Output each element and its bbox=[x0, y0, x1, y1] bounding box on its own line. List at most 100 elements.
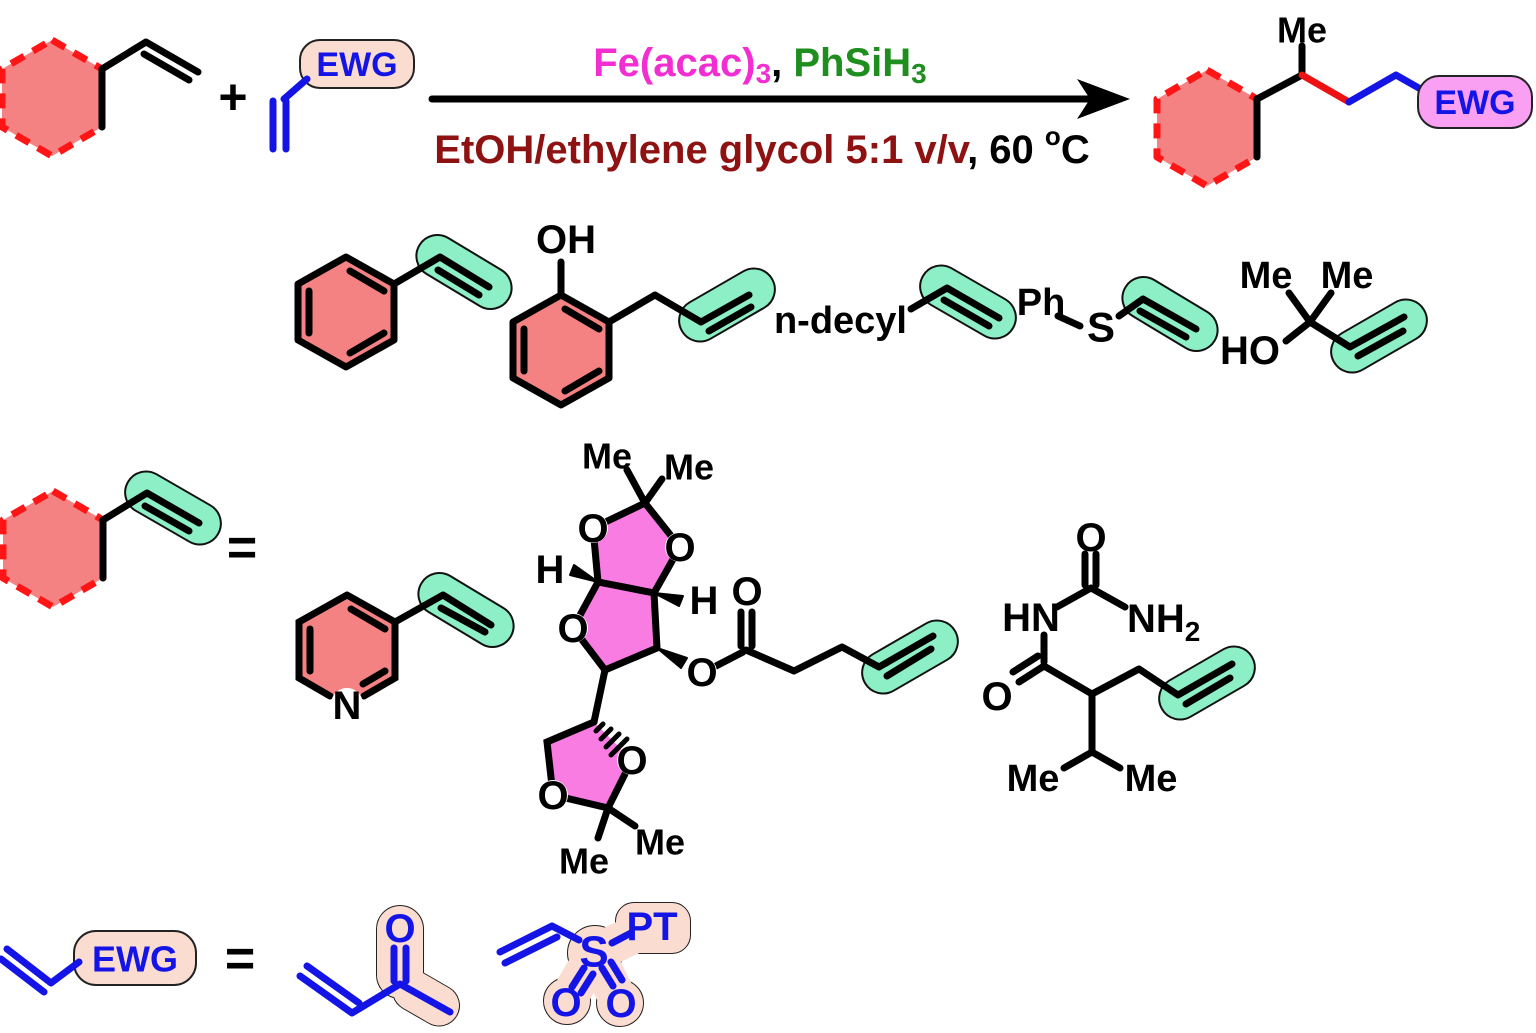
alkene-highlight bbox=[861, 619, 959, 695]
label-halo bbox=[538, 780, 568, 810]
oxygen-highlight bbox=[544, 978, 590, 1024]
sulfone-oxygen-label: O bbox=[605, 982, 636, 1026]
oxygen-label: O bbox=[577, 507, 608, 551]
amide-nh-label: HN bbox=[1002, 596, 1060, 640]
label-halo bbox=[558, 613, 588, 643]
degree-superscript: o bbox=[1045, 121, 1061, 151]
carbonyl-oxygen-label: O bbox=[731, 570, 762, 614]
stereo-wedge-h-right bbox=[653, 592, 684, 607]
hashed-stereo-bond bbox=[593, 721, 630, 758]
methyl-label: Me bbox=[582, 436, 632, 477]
vinyl-bonds bbox=[907, 284, 1003, 330]
oxygen-label: O bbox=[616, 739, 647, 783]
ewg-label: EWG bbox=[316, 46, 397, 84]
vinyl-bonds bbox=[269, 75, 311, 153]
generic-aryl-hexagon bbox=[0, 487, 107, 611]
oxygen-label: O bbox=[664, 526, 695, 570]
stereo-h-label: H bbox=[690, 579, 719, 623]
ewg-highlight-box bbox=[299, 39, 415, 89]
vinyl-bonds bbox=[390, 253, 493, 299]
vinyl-pt-sulfone-structure: S PT O O bbox=[496, 902, 691, 1027]
vinylpyridine-structure: N bbox=[295, 572, 515, 728]
ewg-highlight-box bbox=[1417, 75, 1533, 129]
equals-operator: = bbox=[225, 930, 255, 988]
generic-aryl-hexagon bbox=[0, 36, 106, 160]
plus-operator: + bbox=[218, 69, 247, 125]
silane-text: PhSiH bbox=[793, 41, 911, 85]
ewg-alkene-key: EWG bbox=[0, 930, 197, 996]
diacetone-sugar-pentenoate-structure: O O O O O O O H H Me Me Me Me bbox=[536, 436, 959, 882]
conditions-above-arrow: Fe(acac)3, PhSiH3 bbox=[593, 41, 927, 89]
methyl-label: Me bbox=[1125, 758, 1178, 800]
label-halo bbox=[578, 513, 608, 543]
allyl-bonds bbox=[605, 291, 755, 335]
generic-vinyl-arene-reactant bbox=[0, 36, 202, 160]
vinyl-bonds bbox=[391, 591, 495, 636]
sulfone-oxygen-label: O bbox=[550, 981, 581, 1025]
pt-label: PT bbox=[626, 905, 677, 949]
ewg-highlight-box bbox=[73, 930, 197, 986]
catalyst-subscript: 3 bbox=[756, 58, 772, 89]
conditions-below-arrow: EtOH/ethylene glycol 5:1 v/v, 60 oC bbox=[434, 121, 1089, 172]
styrene-structure bbox=[294, 234, 513, 371]
pyridine-ring-bonds bbox=[295, 591, 399, 700]
label-halo bbox=[665, 532, 695, 562]
skeleton-bonds bbox=[296, 944, 454, 1017]
dodecene-structure: n-decyl bbox=[774, 264, 1017, 342]
vinyl-bonds bbox=[1115, 295, 1200, 341]
ewg-alkene-reactant: EWG bbox=[269, 39, 415, 153]
skeleton-bonds bbox=[1009, 550, 1236, 772]
ph-s-bond bbox=[1054, 312, 1084, 330]
vinyl-bonds bbox=[98, 38, 202, 84]
methyl-label: Me bbox=[635, 822, 685, 863]
methyl-label: Me bbox=[664, 447, 714, 488]
silane-subscript: 3 bbox=[911, 58, 927, 89]
hydroxyl-label: OH bbox=[536, 218, 596, 262]
aromatic-inner-bonds bbox=[520, 305, 603, 395]
alkene-highlight bbox=[1158, 645, 1256, 721]
generic-vinyl-arene-key bbox=[0, 470, 222, 611]
hydroalkylation-product: Me EWG bbox=[1153, 10, 1533, 190]
hydroxyl-label: HO bbox=[1220, 329, 1280, 373]
stereo-h-label: H bbox=[536, 548, 565, 592]
sulfur-label: S bbox=[1087, 304, 1115, 351]
amine-nh2-label: NH2 bbox=[1127, 597, 1200, 647]
nitrogen-label: N bbox=[333, 684, 362, 728]
ewg-label: EWG bbox=[1434, 84, 1515, 122]
separator-text: , bbox=[771, 41, 793, 85]
vinyl-bonds bbox=[0, 945, 83, 996]
ester-oxygen-label: O bbox=[686, 651, 717, 695]
methyl-vinyl-ketone-structure: O bbox=[296, 905, 460, 1027]
vinyl-bonds bbox=[99, 489, 203, 535]
nh2-subscript: 2 bbox=[1185, 616, 1201, 647]
skeleton-bonds bbox=[590, 466, 937, 842]
pt-highlight-box bbox=[616, 903, 690, 953]
solvent-text: EtOH/ethylene glycol 5:1 v/v bbox=[434, 128, 970, 172]
arrow-head bbox=[1077, 79, 1130, 119]
methyl-label: Me bbox=[1007, 758, 1060, 800]
generic-aryl-hexagon bbox=[1153, 66, 1261, 190]
skeleton-bonds bbox=[1282, 289, 1408, 360]
ewg-label: EWG bbox=[92, 939, 178, 980]
reaction-arrow bbox=[428, 79, 1130, 119]
ketone-oxygen-label: O bbox=[384, 907, 415, 951]
acyl-urea-structure: O HN NH2 O Me Me bbox=[981, 516, 1256, 800]
n-decyl-label: n-decyl bbox=[774, 300, 907, 342]
nh-text: NH bbox=[1127, 597, 1185, 641]
catalyst-text: Fe(acac) bbox=[593, 41, 755, 85]
urea-oxygen-label: O bbox=[1075, 516, 1106, 560]
aromatic-inner-bonds bbox=[306, 605, 389, 688]
temperature-text: , 60 bbox=[967, 128, 1045, 172]
stereo-wedge-h-left bbox=[569, 564, 599, 583]
temperature-unit: C bbox=[1061, 128, 1090, 172]
methylbutenol-structure: Me Me HO bbox=[1220, 255, 1428, 374]
stereo-wedge-ester bbox=[656, 647, 688, 669]
equals-operator: = bbox=[227, 519, 257, 577]
sulfur-label: S bbox=[579, 928, 608, 977]
vinyl-highlight bbox=[1330, 298, 1428, 374]
methyl-label: Me bbox=[559, 841, 609, 882]
new-cc-bond bbox=[1298, 71, 1353, 106]
label-halo bbox=[687, 657, 717, 687]
